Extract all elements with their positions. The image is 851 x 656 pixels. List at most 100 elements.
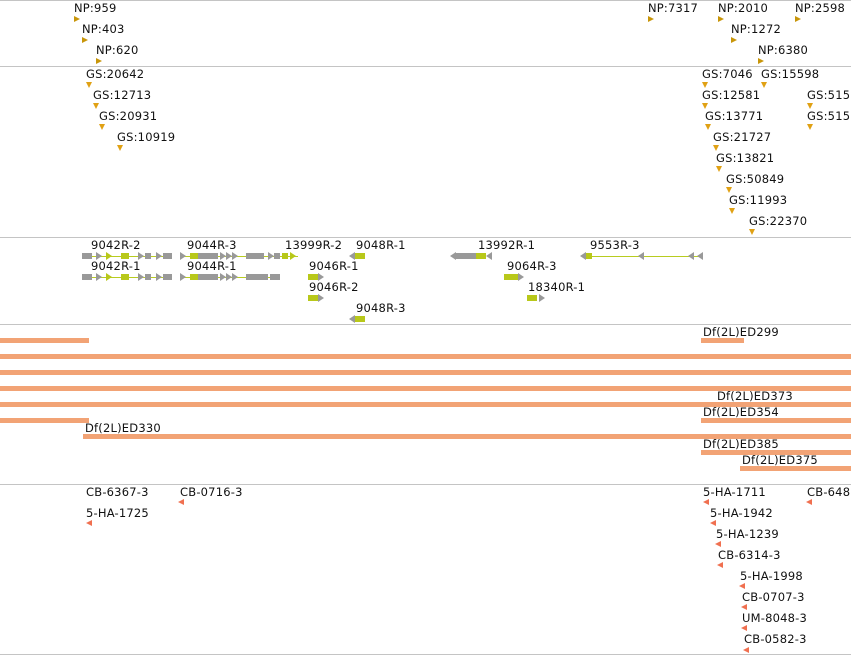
- gs-label: GS:515: [807, 109, 851, 123]
- gs-label: GS:20642: [86, 67, 145, 81]
- deficiency-bar[interactable]: [0, 386, 851, 391]
- construct-label: CB-648: [807, 485, 851, 499]
- np-marker-icon: [74, 16, 80, 22]
- np-marker-icon: [648, 16, 654, 22]
- gene-label: 9553R-3: [590, 238, 640, 252]
- construct-label: CB-6314-3: [718, 548, 781, 562]
- gene-label: 9064R-3: [507, 259, 557, 273]
- gs-marker-icon: [729, 208, 735, 214]
- np-marker-icon: [758, 58, 764, 64]
- strand-arrow-icon: [268, 252, 274, 260]
- construct-label: CB-0716-3: [180, 485, 243, 499]
- strand-arrow-icon: [580, 252, 586, 260]
- gs-marker-icon: [749, 229, 755, 235]
- exon-block: [82, 274, 92, 280]
- strand-arrow-icon: [106, 273, 112, 281]
- np-track: NP:959 NP:403 NP:620 NP:7317 NP:2010 NP:…: [0, 0, 851, 66]
- exon-block: [527, 295, 537, 301]
- strand-arrow-icon: [220, 252, 226, 260]
- strand-arrow-icon: [697, 252, 703, 260]
- gene-label: 9048R-3: [356, 301, 406, 315]
- strand-arrow-icon: [539, 294, 545, 302]
- construct-label: CB-0707-3: [742, 590, 805, 604]
- np-marker-icon: [718, 16, 724, 22]
- construct-marker-icon: [717, 562, 723, 568]
- np-marker-icon: [82, 37, 88, 43]
- gs-marker-icon: [761, 82, 767, 88]
- exon-block: [504, 274, 518, 280]
- gene-label: 18340R-1: [528, 280, 586, 294]
- exon-block: [246, 274, 268, 280]
- deficiency-bar[interactable]: [0, 370, 851, 375]
- np-marker-icon: [731, 37, 737, 43]
- construct-label: 5-HA-1711: [703, 485, 766, 499]
- deficiency-bar: [701, 338, 744, 343]
- exon-block: [145, 253, 151, 259]
- deficiency-bar: [740, 466, 851, 471]
- strand-arrow-icon: [518, 273, 524, 281]
- exon-block: [308, 274, 318, 280]
- deficiency-label: Df(2L)ED375: [742, 453, 818, 467]
- exon-block: [476, 253, 486, 259]
- intron-line: [280, 256, 298, 257]
- construct-marker-icon: [715, 541, 721, 547]
- track-divider: [0, 654, 851, 655]
- deficiency-label: Df(2L)ED299: [703, 325, 779, 339]
- exon-block: [274, 253, 280, 259]
- np-label: NP:7317: [648, 1, 699, 15]
- np-label: NP:1272: [731, 22, 782, 36]
- np-marker-icon: [96, 58, 102, 64]
- gs-label: GS:7046: [702, 67, 753, 81]
- np-label: NP:6380: [758, 43, 809, 57]
- gene-label: 9042R-2: [91, 238, 141, 252]
- strand-arrow-icon: [638, 252, 644, 260]
- deficiency-bar[interactable]: [0, 354, 851, 359]
- exon-block: [190, 274, 198, 280]
- gene-label: 9046R-1: [309, 259, 359, 273]
- deficiency-bar: [83, 434, 851, 439]
- gs-label: GS:13771: [705, 109, 764, 123]
- strand-arrow-icon: [232, 273, 238, 281]
- exon-block: [246, 253, 264, 259]
- track-divider: [0, 66, 851, 67]
- track-divider: [0, 237, 851, 238]
- exon-block: [270, 274, 280, 280]
- strand-arrow-icon: [688, 252, 694, 260]
- strand-arrow-icon: [318, 294, 324, 302]
- gs-label: GS:50849: [726, 172, 785, 186]
- strand-arrow-icon: [349, 315, 355, 323]
- exon-block: [198, 274, 218, 280]
- deficiency-bar[interactable]: [701, 418, 851, 423]
- deficiency-track: Df(2L)ED299 Df(2L)ED373 Df(2L)ED354 Df(2…: [0, 325, 851, 484]
- gs-label: GS:13821: [716, 151, 775, 165]
- strand-arrow-icon: [96, 252, 102, 260]
- deficiency-bar[interactable]: [0, 418, 89, 423]
- exon-block: [355, 316, 365, 322]
- np-label: NP:2010: [718, 1, 769, 15]
- construct-marker-icon: [86, 520, 92, 526]
- construct-label: CB-0582-3: [744, 632, 807, 646]
- exon-block: [121, 253, 129, 259]
- gs-track: GS:20642 GS:12713 GS:20931 GS:10919 GS:7…: [0, 67, 851, 237]
- gs-label: GS:15598: [761, 67, 820, 81]
- gs-label: GS:515: [807, 88, 851, 102]
- exon-block: [121, 274, 129, 280]
- gene-models-track: 9042R-2 9042R-1 9044R-3: [0, 238, 851, 324]
- strand-arrow-icon: [138, 252, 144, 260]
- construct-marker-icon: [741, 625, 747, 631]
- gs-label: GS:12581: [702, 88, 761, 102]
- gs-marker-icon: [99, 124, 105, 130]
- construct-label: 5-HA-1998: [740, 569, 803, 583]
- deficiency-bar[interactable]: [0, 402, 851, 407]
- construct-marker-icon: [703, 499, 709, 505]
- construct-marker-icon: [739, 583, 745, 589]
- strand-arrow-icon: [180, 273, 186, 281]
- strand-arrow-icon: [318, 273, 324, 281]
- strand-arrow-icon: [180, 252, 186, 260]
- gs-label: GS:22370: [749, 214, 808, 228]
- strand-arrow-icon: [486, 252, 492, 260]
- construct-label: 5-HA-1239: [716, 527, 779, 541]
- gs-label: GS:20931: [99, 109, 158, 123]
- gs-marker-icon: [713, 145, 719, 151]
- deficiency-bar[interactable]: [0, 338, 89, 343]
